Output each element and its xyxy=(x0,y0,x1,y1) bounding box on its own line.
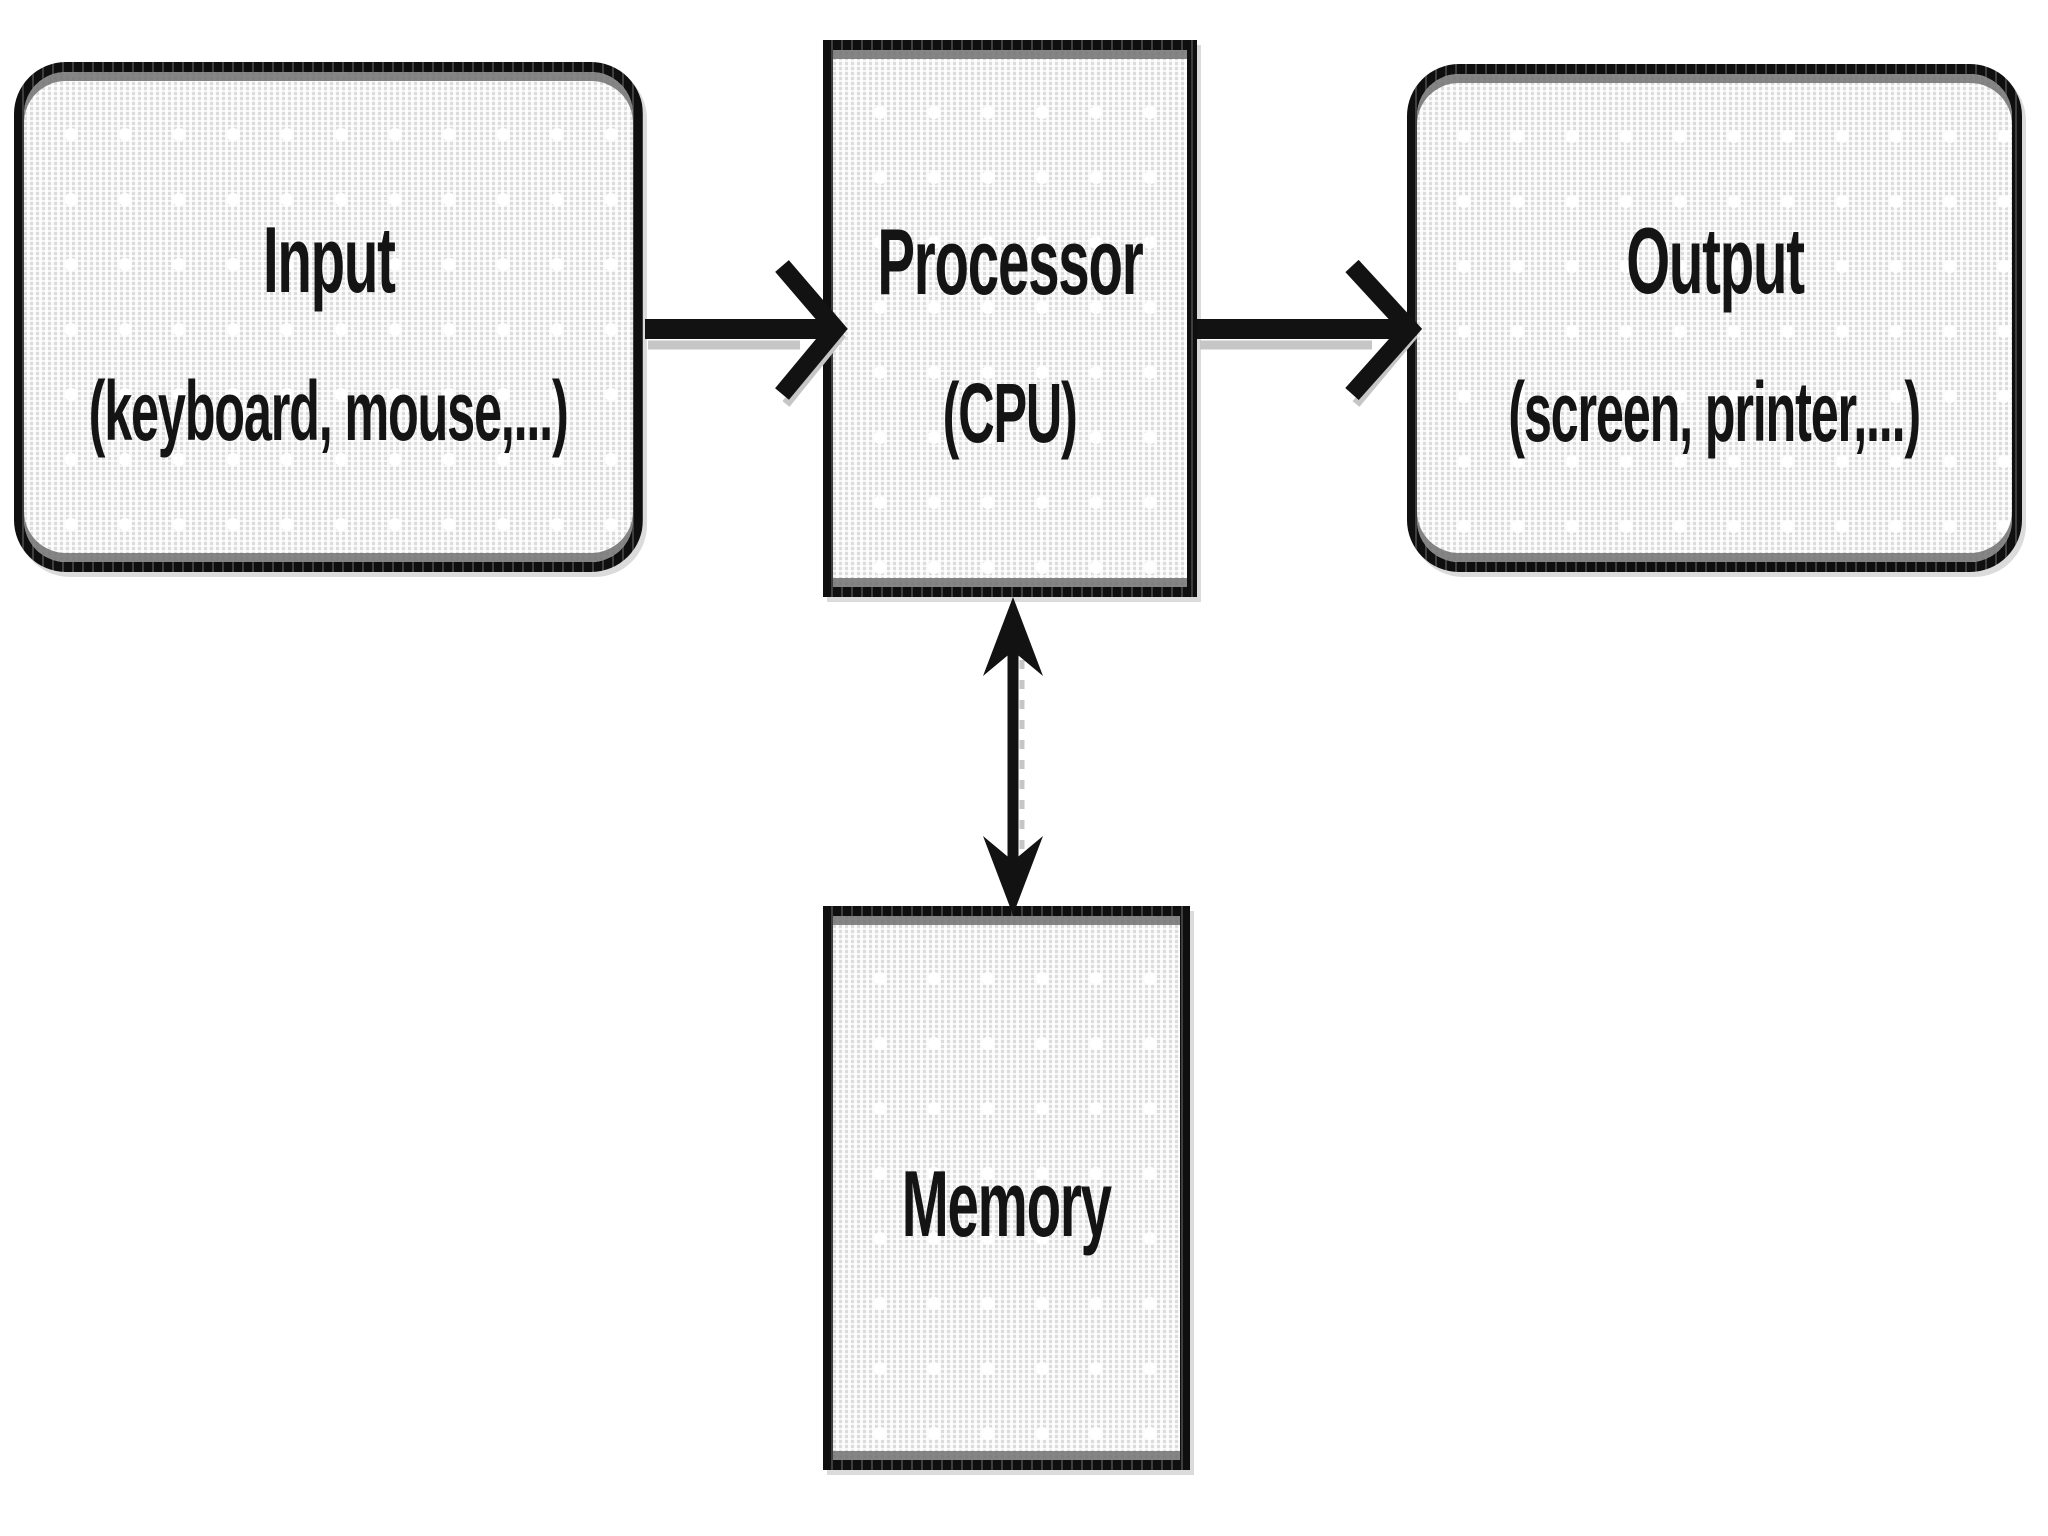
node-memory: Memory xyxy=(823,906,1190,1470)
node-processor: Processor (CPU) xyxy=(823,40,1197,597)
arrow-input-to-processor xyxy=(645,260,848,400)
node-output-content: Output (screen, printer,...) xyxy=(1371,208,2048,459)
node-input: Input (keyboard, mouse,...) xyxy=(14,62,643,572)
node-input-content: Input (keyboard, mouse,...) xyxy=(0,207,728,458)
arrowhead-down-icon xyxy=(983,836,1043,915)
output-sublabel: (screen, printer,...) xyxy=(1508,365,1922,459)
memory-label: Memory xyxy=(901,1151,1112,1256)
arrow-processor-memory-bidirectional xyxy=(983,597,1043,915)
input-sublabel: (keyboard, mouse,...) xyxy=(89,364,569,458)
arrowhead-up-icon xyxy=(983,597,1043,676)
node-processor-content: Processor (CPU) xyxy=(789,208,1231,460)
node-output: Output (screen, printer,...) xyxy=(1407,64,2022,572)
processor-sublabel: (CPU) xyxy=(943,365,1078,460)
output-label: Output xyxy=(1625,208,1805,313)
node-memory-content: Memory xyxy=(832,1157,1180,1251)
arrow-shadows xyxy=(648,269,1418,850)
arrow-processor-to-output xyxy=(1197,259,1423,400)
input-label: Input xyxy=(262,207,396,312)
processor-label: Processor xyxy=(877,208,1143,314)
